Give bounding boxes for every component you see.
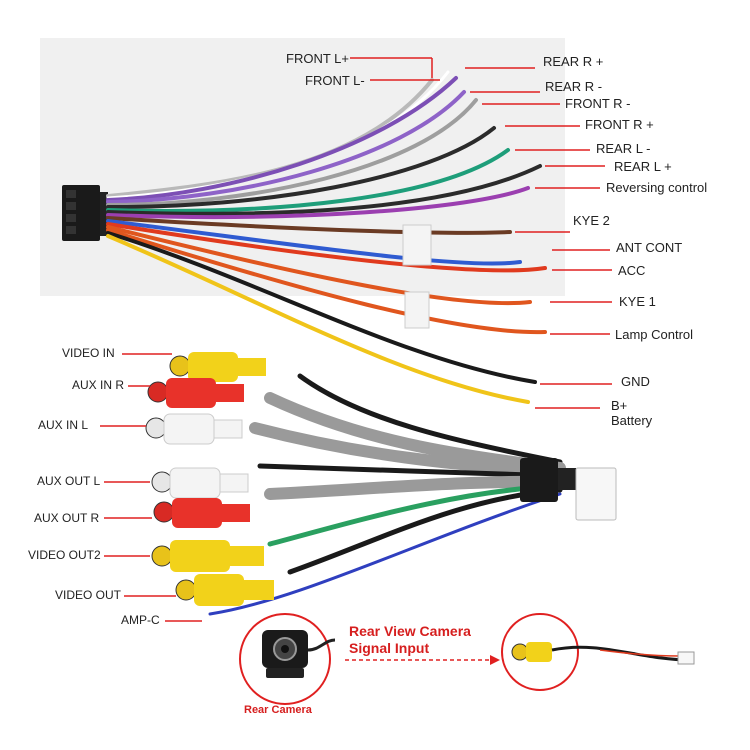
label-b-plus: B+ [611, 398, 628, 413]
label-video-out2: VIDEO OUT2 [28, 548, 101, 562]
label-aux-out-r: AUX OUT R [34, 511, 100, 525]
iso-connector [62, 185, 108, 241]
label-battery: Battery [611, 413, 653, 428]
rca-plug-aux-in-r [147, 378, 244, 408]
signal-arrow [345, 655, 500, 665]
camera-title-line2: Signal Input [349, 640, 430, 656]
label-front-l-minus: FRONT L- [305, 73, 365, 88]
label-rear-l-minus: REAR L - [596, 141, 651, 156]
harness-photo-bg [40, 38, 565, 296]
label-gnd: GND [621, 374, 650, 389]
wire-labels-tags [402, 224, 432, 329]
label-aux-in-l: AUX IN L [38, 418, 89, 432]
rca-plug-aux-out-l [151, 467, 249, 499]
harness-wires [106, 70, 547, 404]
label-lamp-control: Lamp Control [615, 327, 694, 342]
rca-cables [208, 373, 566, 616]
label-front-r-plus: FRONT R + [585, 117, 654, 132]
label-rear-l-plus: REAR L + [614, 159, 672, 174]
label-rear-r-plus: REAR R + [543, 54, 604, 69]
rca-plug-aux-out-r [153, 498, 250, 528]
camera-signal-plug-image [501, 613, 695, 691]
rca-plug-video-in [169, 352, 266, 382]
label-rear-r-minus: REAR R - [545, 79, 603, 94]
rear-camera-image [239, 613, 336, 705]
label-reversing-control: Reversing control [606, 180, 708, 195]
label-video-in: VIDEO IN [62, 346, 115, 360]
camera-title-line1: Rear View Camera [349, 623, 471, 639]
rca-leader-lines [100, 353, 202, 622]
top-leader-lines [350, 57, 612, 409]
label-kye2: KYE 2 [573, 213, 610, 228]
rear-camera-caption: Rear Camera [244, 704, 312, 716]
label-aux-out-l: AUX OUT L [37, 474, 101, 488]
multi-pin-connector [520, 458, 617, 521]
label-ant-cont: ANT CONT [616, 240, 683, 255]
label-front-l-plus: FRONT L+ [286, 51, 349, 66]
label-aux-in-r: AUX IN R [72, 378, 125, 392]
label-amp-c: AMP-C [121, 613, 160, 627]
label-video-out: VIDEO OUT [55, 588, 122, 602]
rca-plug-aux-in-l [145, 413, 243, 445]
rca-plug-video-out [175, 574, 274, 606]
rca-plugs [145, 352, 274, 606]
label-kye1: KYE 1 [619, 294, 656, 309]
label-acc: ACC [618, 263, 646, 278]
rca-plug-video-out2 [151, 540, 264, 572]
label-front-r-minus: FRONT R - [565, 96, 631, 111]
